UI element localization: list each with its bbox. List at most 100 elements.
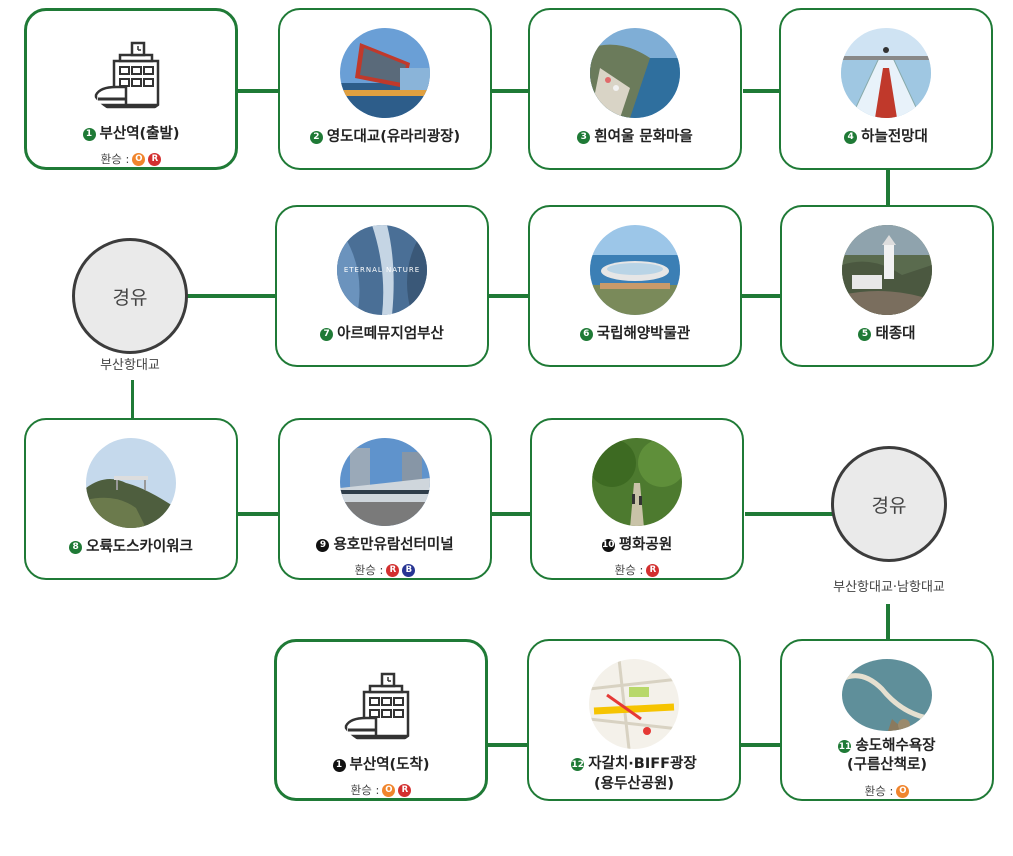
transfer-info: 환승 : R B xyxy=(355,562,416,578)
bridge-photo xyxy=(340,28,430,118)
stop-name: 평화공원 xyxy=(619,536,672,555)
coastal-village-photo xyxy=(590,28,680,118)
stop-name: 부산역(도착) xyxy=(350,756,430,775)
route-line xyxy=(488,294,530,298)
stop-name: 오륙도스카이워크 xyxy=(86,538,193,557)
stop-title: 2 영도대교(유라리광장) xyxy=(310,128,460,147)
via-caption: 부산항대교 xyxy=(60,354,200,373)
stop-title: 1 부산역(출발) xyxy=(83,125,180,144)
stop-songdo-beach[interactable]: 11 송도해수욕장 (구름산책로) 환승 : O xyxy=(780,639,994,801)
route-line xyxy=(490,512,532,516)
stop-number-badge: 6 xyxy=(580,328,593,341)
stop-title: 4 하늘전망대 xyxy=(844,128,928,147)
transfer-info: 환승 : O xyxy=(865,783,910,799)
stop-title: 5 태종대 xyxy=(858,325,915,344)
art-museum-photo: ETERNAL NATURE xyxy=(337,225,427,315)
stop-jagalchi-biff[interactable]: 12 자갈치·BIFF광장 (용두산공원) xyxy=(527,639,741,801)
stop-name-sub: (구름산책로) xyxy=(838,756,935,776)
stop-huinnyeoul-village[interactable]: 3 흰여울 문화마을 xyxy=(528,8,742,170)
stop-number-badge: 7 xyxy=(320,328,333,341)
bus-transfer-badge: B xyxy=(402,564,415,577)
stop-name-sub: (용두산공원) xyxy=(571,775,696,795)
route-line xyxy=(886,604,890,642)
stop-title: 12 자갈치·BIFF광장 (용두산공원) xyxy=(571,755,696,794)
stop-arte-museum[interactable]: ETERNAL NATURE 7 아르떼뮤지엄부산 xyxy=(275,205,489,367)
lighthouse-photo xyxy=(842,225,932,315)
stop-oryukdo-skywalk[interactable]: 8 오륙도스카이워크 xyxy=(24,418,238,580)
station-icon xyxy=(336,660,426,746)
stop-title: 6 국립해양박물관 xyxy=(580,325,690,344)
stop-title-line: 11 송도해수욕장 xyxy=(838,737,935,757)
stop-number-badge: 5 xyxy=(858,328,871,341)
route-line xyxy=(186,294,276,298)
rail-transfer-badge: R xyxy=(646,564,659,577)
route-line xyxy=(490,89,532,93)
stop-busan-station-end[interactable]: 1 부산역(도착) 환승 : O R xyxy=(274,639,488,801)
route-line xyxy=(745,512,833,516)
stop-peace-park[interactable]: 10 평화공원 환승 : R xyxy=(530,418,744,580)
stop-number-badge: 11 xyxy=(838,740,851,753)
stop-name: 하늘전망대 xyxy=(861,128,928,147)
street-map-photo xyxy=(589,659,679,749)
metro-transfer-badge: O xyxy=(132,153,145,166)
transfer-info: 환승 : O R xyxy=(101,151,162,167)
terminal-photo xyxy=(340,438,430,526)
stop-title-line: 12 자갈치·BIFF광장 xyxy=(571,755,696,775)
stop-title: 11 송도해수욕장 (구름산책로) xyxy=(838,737,935,776)
stop-title: 3 흰여울 문화마을 xyxy=(577,128,692,147)
metro-transfer-badge: O xyxy=(382,784,395,797)
rail-transfer-badge: R xyxy=(398,784,411,797)
stop-number-badge: 10 xyxy=(602,539,615,552)
rail-transfer-badge: R xyxy=(386,564,399,577)
stop-number-badge: 1 xyxy=(83,128,96,141)
stop-number-badge: 9 xyxy=(316,539,329,552)
park-photo xyxy=(592,438,682,526)
stop-name: 용호만유람선터미널 xyxy=(333,536,453,555)
art-museum-photo-text: ETERNAL NATURE xyxy=(337,266,427,274)
via-stop-circle: 경유 xyxy=(72,238,188,354)
transfer-label: 환승 : xyxy=(865,783,894,799)
transfer-info: 환승 : O R xyxy=(351,782,412,798)
via-label: 경유 xyxy=(113,283,148,310)
route-line xyxy=(238,512,280,516)
stop-name: 아르떼뮤지엄부산 xyxy=(337,325,444,344)
stop-busan-station-start[interactable]: 1 부산역(출발) 환승 : O R xyxy=(24,8,238,170)
stop-title: 7 아르떼뮤지엄부산 xyxy=(320,325,444,344)
stop-title: 9 용호만유람선터미널 xyxy=(316,536,453,555)
via-stop-circle: 경유 xyxy=(831,446,947,562)
museum-photo xyxy=(590,225,680,315)
stop-name: 국립해양박물관 xyxy=(597,325,690,344)
skywalk-photo xyxy=(841,28,931,118)
stop-name: 흰여울 문화마을 xyxy=(594,128,692,147)
stop-maritime-museum[interactable]: 6 국립해양박물관 xyxy=(528,205,742,367)
stop-number-badge: 4 xyxy=(844,131,857,144)
transfer-info: 환승 : R xyxy=(615,562,660,578)
stop-sky-observatory[interactable]: 4 하늘전망대 xyxy=(779,8,993,170)
stop-yonghoman-terminal[interactable]: 9 용호만유람선터미널 환승 : R B xyxy=(278,418,492,580)
stop-yeongdo-bridge[interactable]: 2 영도대교(유라리광장) xyxy=(278,8,492,170)
transfer-label: 환승 : xyxy=(351,782,380,798)
metro-transfer-badge: O xyxy=(896,785,909,798)
stop-name: 영도대교(유라리광장) xyxy=(327,128,460,147)
stop-name: 부산역(출발) xyxy=(100,125,180,144)
transfer-label: 환승 : xyxy=(101,151,130,167)
station-icon xyxy=(86,29,176,115)
route-line xyxy=(743,89,783,93)
stop-name: 송도해수욕장 xyxy=(855,737,935,757)
stop-taejongdae[interactable]: 5 태종대 xyxy=(780,205,994,367)
route-line xyxy=(238,89,282,93)
route-line xyxy=(488,743,530,747)
stop-title: 10 평화공원 xyxy=(602,536,672,555)
stop-number-badge: 2 xyxy=(310,131,323,144)
stop-title: 8 오륙도스카이워크 xyxy=(69,538,193,557)
stop-number-badge: 1 xyxy=(333,759,346,772)
skywalk-cliff-photo xyxy=(86,438,176,528)
stop-name: 자갈치·BIFF광장 xyxy=(588,755,696,775)
via-caption: 부산항대교·남항대교 xyxy=(800,576,978,595)
route-line xyxy=(741,743,783,747)
route-line xyxy=(886,168,890,208)
stop-number-badge: 8 xyxy=(69,541,82,554)
via-label: 경유 xyxy=(872,491,907,518)
beach-walkway-photo xyxy=(842,659,932,731)
stop-title: 1 부산역(도착) xyxy=(333,756,430,775)
